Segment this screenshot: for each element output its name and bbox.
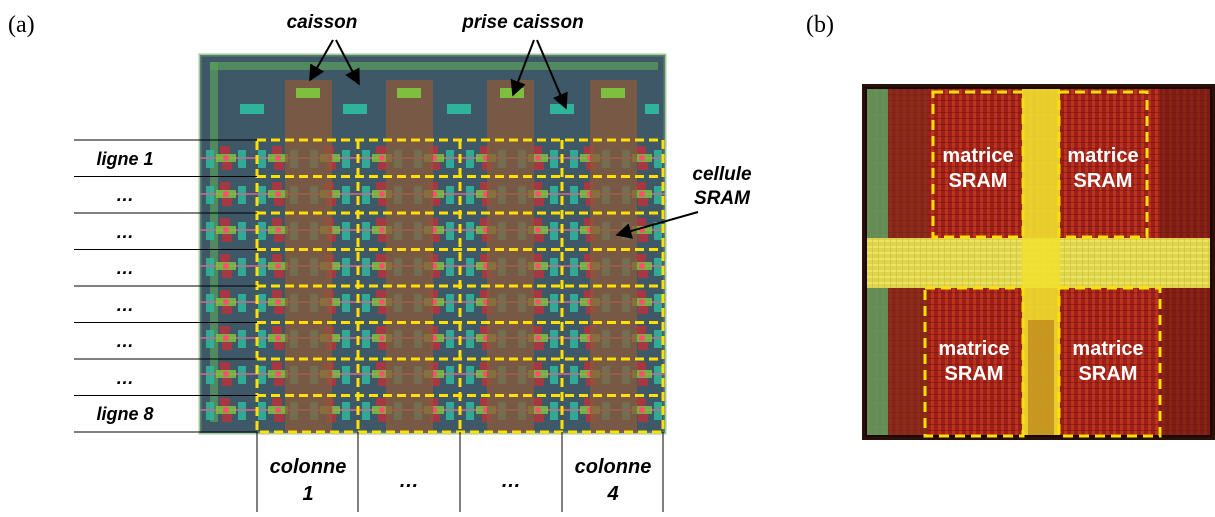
row-label: … [116,258,134,278]
sram-block-label: matrice [938,338,1009,360]
prise-caisson-label: prise caisson [461,12,583,33]
cellule-label: cellule [692,164,752,185]
chip-micrograph [862,84,1215,440]
caisson-label: caisson [287,12,358,33]
well-tap [397,88,421,98]
row-label: … [116,331,134,351]
sram-block-label: SRAM [945,363,1004,385]
row-label: ligne 8 [96,404,153,424]
column-label: … [399,470,419,492]
nwell-1 [285,80,332,433]
column-label: colonne [270,456,347,478]
cell-grid [255,138,665,434]
well-tap [500,88,524,98]
nwell-3 [487,80,534,433]
sram-block-label: matrice [1072,338,1143,360]
column-label: colonne [575,456,652,478]
substrate-tap [343,104,367,114]
sram-block-label: SRAM [1074,170,1133,192]
row-labels: ligne 1 … … … … … … ligne 8 [96,149,153,424]
panel-a-label: (a) [8,12,35,38]
substrate-tap [645,104,659,114]
row-guides [74,139,257,433]
column-label: … [501,470,521,492]
panel-b-label: (b) [806,12,834,38]
sram-label: SRAM [694,188,751,209]
sram-block-outlines [923,90,1162,438]
sram-block-label: matrice [1067,145,1138,167]
row-label: … [116,185,134,205]
substrate-tap [550,104,574,114]
column-label-index: 4 [606,483,618,505]
row-label: ligne 1 [96,149,153,169]
sram-block-label: matrice [942,145,1013,167]
sram-block-label: SRAM [949,170,1008,192]
column-label-index: 1 [302,483,313,505]
nwell-4 [590,80,637,433]
layout-image [198,53,667,435]
row-label: … [116,295,134,315]
row-label: … [116,368,134,388]
nwell-2 [386,80,433,433]
sram-block-label: SRAM [1079,363,1138,385]
column-labels: colonne 1 … … colonne 4 [270,456,652,505]
sram-block-labels: matrice SRAM matrice SRAM matrice SRAM m… [938,145,1143,385]
substrate-tap [447,104,471,114]
well-tap [601,88,625,98]
column-guides [256,432,664,512]
annotation-arrows [309,39,699,239]
substrate-tap [240,104,264,114]
well-tap [296,88,320,98]
row-label: … [116,222,134,242]
